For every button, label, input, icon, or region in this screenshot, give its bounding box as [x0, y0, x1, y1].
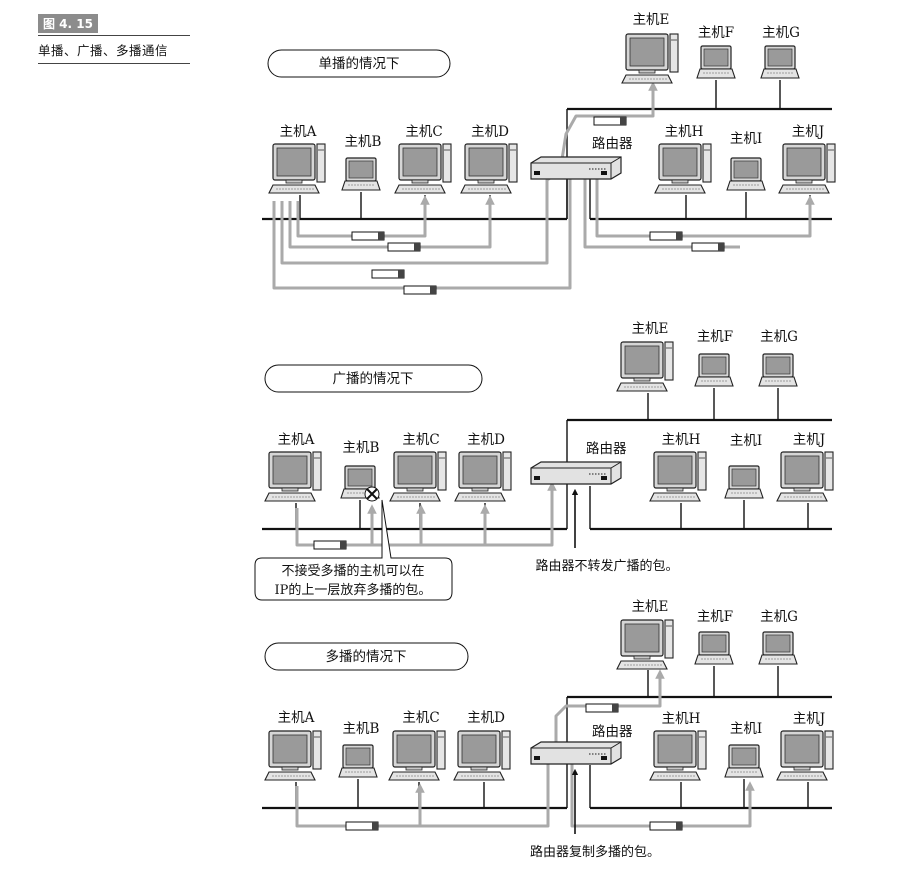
router	[530, 156, 622, 180]
packet	[649, 821, 683, 831]
host-d-desktop	[454, 451, 512, 502]
panel-broadcast: 广播的情况下 路由器	[254, 321, 834, 601]
panel-multicast: 多播的情况下 路由器	[262, 599, 834, 860]
panel-unicast: 单播的情况下	[262, 12, 836, 295]
router-label: 路由器	[586, 441, 627, 457]
host-label: 主机E	[633, 12, 670, 28]
panel-heading-box	[267, 49, 451, 78]
router-note: 路由器不转发广播的包。	[535, 558, 678, 574]
host-label: 主机F	[697, 609, 733, 625]
host-e-desktop	[621, 33, 679, 84]
host-label: 主机F	[698, 25, 734, 41]
figure-header: 图 4. 15 单播、广播、多播通信	[38, 13, 190, 64]
host-label: 主机D	[467, 432, 505, 448]
host-j-desktop	[776, 451, 834, 502]
reject-mark-icon	[364, 486, 380, 502]
host-label: 主机H	[662, 432, 701, 448]
host-a-desktop	[264, 451, 322, 502]
router-note: 路由器复制多播的包。	[530, 844, 660, 860]
host-label: 主机A	[278, 432, 315, 448]
host-label: 主机G	[762, 25, 800, 41]
host-d-desktop	[460, 143, 518, 194]
host-f-laptop	[694, 631, 734, 665]
router	[530, 461, 622, 485]
host-b-laptop	[341, 157, 381, 191]
host-a-desktop	[268, 143, 326, 194]
host-label: 主机J	[793, 432, 825, 448]
host-a-desktop	[264, 730, 322, 781]
host-label: 主机E	[632, 321, 669, 337]
host-g-laptop	[758, 353, 798, 387]
figure-title: 单播、广播、多播通信	[38, 43, 169, 58]
host-j-desktop	[776, 730, 834, 781]
host-f-laptop	[696, 45, 736, 79]
panel-heading-box	[264, 364, 483, 393]
host-label: 主机I	[730, 131, 762, 147]
host-label: 主机E	[632, 599, 669, 615]
host-label: 主机A	[278, 710, 315, 726]
host-label: 主机H	[662, 711, 701, 727]
panel-heading-box	[264, 642, 469, 671]
host-label: 主机J	[792, 124, 824, 140]
host-e-desktop	[616, 619, 674, 670]
host-label: 主机C	[405, 124, 442, 140]
host-i-laptop	[726, 157, 766, 191]
host-i-laptop	[724, 744, 764, 778]
host-label: 主机G	[760, 609, 798, 625]
host-label: 主机F	[697, 329, 733, 345]
packet	[585, 703, 619, 713]
host-g-laptop	[758, 631, 798, 665]
router	[530, 741, 622, 765]
host-label: 主机D	[471, 124, 509, 140]
packet	[313, 540, 347, 550]
figure-rule	[38, 35, 190, 36]
host-note-line2: IP的上一层放弃多播的包。	[275, 582, 432, 598]
host-d-desktop	[453, 730, 511, 781]
host-c-desktop	[394, 143, 452, 194]
host-g-laptop	[760, 45, 800, 79]
packet	[345, 821, 379, 831]
panel-heading: 广播的情况下	[333, 371, 414, 387]
host-i-laptop	[724, 465, 764, 499]
router-label: 路由器	[592, 724, 633, 740]
host-label: 主机B	[345, 134, 382, 150]
host-note-line1: 不接受多播的主机可以在	[281, 563, 424, 579]
host-f-laptop	[694, 353, 734, 387]
host-label: 主机D	[467, 710, 505, 726]
host-h-desktop	[654, 143, 712, 194]
figure-number: 图 4. 15	[38, 14, 98, 33]
host-label: 主机B	[343, 440, 380, 456]
panel-heading: 多播的情况下	[326, 648, 407, 665]
router-label: 路由器	[592, 136, 633, 152]
host-label: 主机A	[280, 124, 317, 140]
host-note-callout: 不接受多播的主机可以在 IP的上一层放弃多播的包。	[254, 499, 453, 601]
host-h-desktop	[649, 730, 707, 781]
host-c-desktop	[388, 730, 446, 781]
host-label: 主机J	[793, 711, 825, 727]
host-j-desktop	[778, 143, 836, 194]
host-label: 主机G	[760, 329, 798, 345]
host-label: 主机H	[665, 124, 704, 140]
host-label: 主机C	[402, 432, 439, 448]
figure-rule-bottom	[38, 63, 190, 64]
panel-heading: 单播的情况下	[319, 56, 400, 72]
host-label: 主机B	[343, 721, 380, 737]
host-c-desktop	[389, 451, 447, 502]
host-label: 主机I	[730, 433, 762, 449]
host-h-desktop	[649, 451, 707, 502]
host-e-desktop	[616, 341, 674, 392]
host-b-laptop	[338, 744, 378, 778]
host-label: 主机C	[402, 710, 439, 726]
host-label: 主机I	[730, 721, 762, 737]
